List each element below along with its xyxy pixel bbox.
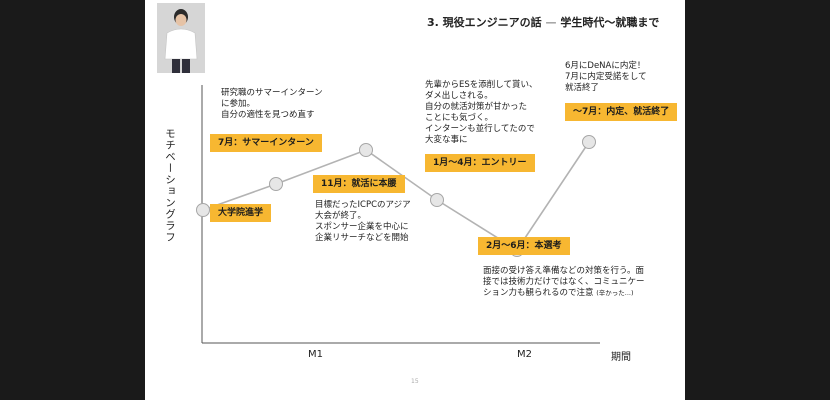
event-note-4-aside: (辛かった...) xyxy=(596,289,634,297)
x-category-m1: M1 xyxy=(308,349,323,360)
event-label-2: 11月：就活に本腰 xyxy=(313,175,405,193)
event-note-4: 面接の受け答え準備などの対策を行う。面 接では技術力だけではなく、コミュニケー … xyxy=(483,266,645,299)
event-node-3 xyxy=(430,193,444,207)
title-subtitle: 学生時代〜就職まで xyxy=(560,16,660,29)
motivation-chart xyxy=(196,85,600,344)
event-node-0 xyxy=(196,203,210,217)
event-node-1 xyxy=(269,177,283,191)
event-note-1: 研究職のサマーインターン に参加。 自分の適性を見つめ直す xyxy=(221,88,323,120)
event-note-5: 6月にDeNAに内定！ 7月に内定受諾をして 就活終了 xyxy=(565,61,647,93)
title-separator: — xyxy=(545,16,557,29)
event-note-3: 先輩からESを添削して貰い、 ダメ出しされる。 自分の就活対策が甘かった ことに… xyxy=(425,80,538,145)
event-node-2 xyxy=(359,143,373,157)
speaker-photo xyxy=(157,3,205,73)
x-category-m2: M2 xyxy=(517,349,532,360)
event-label-1: 7月：サマーインターン xyxy=(210,134,322,152)
person-photo-icon xyxy=(157,3,205,73)
event-label-0: 大学院進学 xyxy=(210,204,272,222)
event-note-2: 目標だったICPCのアジア 大会が終了。 スポンサー企業を中心に 企業リサーチな… xyxy=(315,200,411,243)
event-label-4: 2月〜6月：本選考 xyxy=(478,237,570,255)
slide-title: 3. 現役エンジニアの話 — 学生時代〜就職まで xyxy=(427,14,677,30)
event-note-4-main: 面接の受け答え準備などの対策を行う。面 接では技術力だけではなく、コミュニケー … xyxy=(483,266,645,298)
title-main: 3. 現役エンジニアの話 xyxy=(427,16,542,29)
event-label-3: 1月〜4月：エントリー xyxy=(425,154,535,172)
event-label-5: 〜7月：内定、就活終了 xyxy=(565,103,678,121)
y-axis-label: モチベーショングラフ xyxy=(164,128,176,243)
slide: 3. 現役エンジニアの話 — 学生時代〜就職まで モチベーショングラフ M1 M… xyxy=(145,0,685,400)
page-number: 15 xyxy=(411,378,419,385)
x-axis-label: 期間 xyxy=(611,352,631,363)
event-node-5 xyxy=(582,135,596,149)
